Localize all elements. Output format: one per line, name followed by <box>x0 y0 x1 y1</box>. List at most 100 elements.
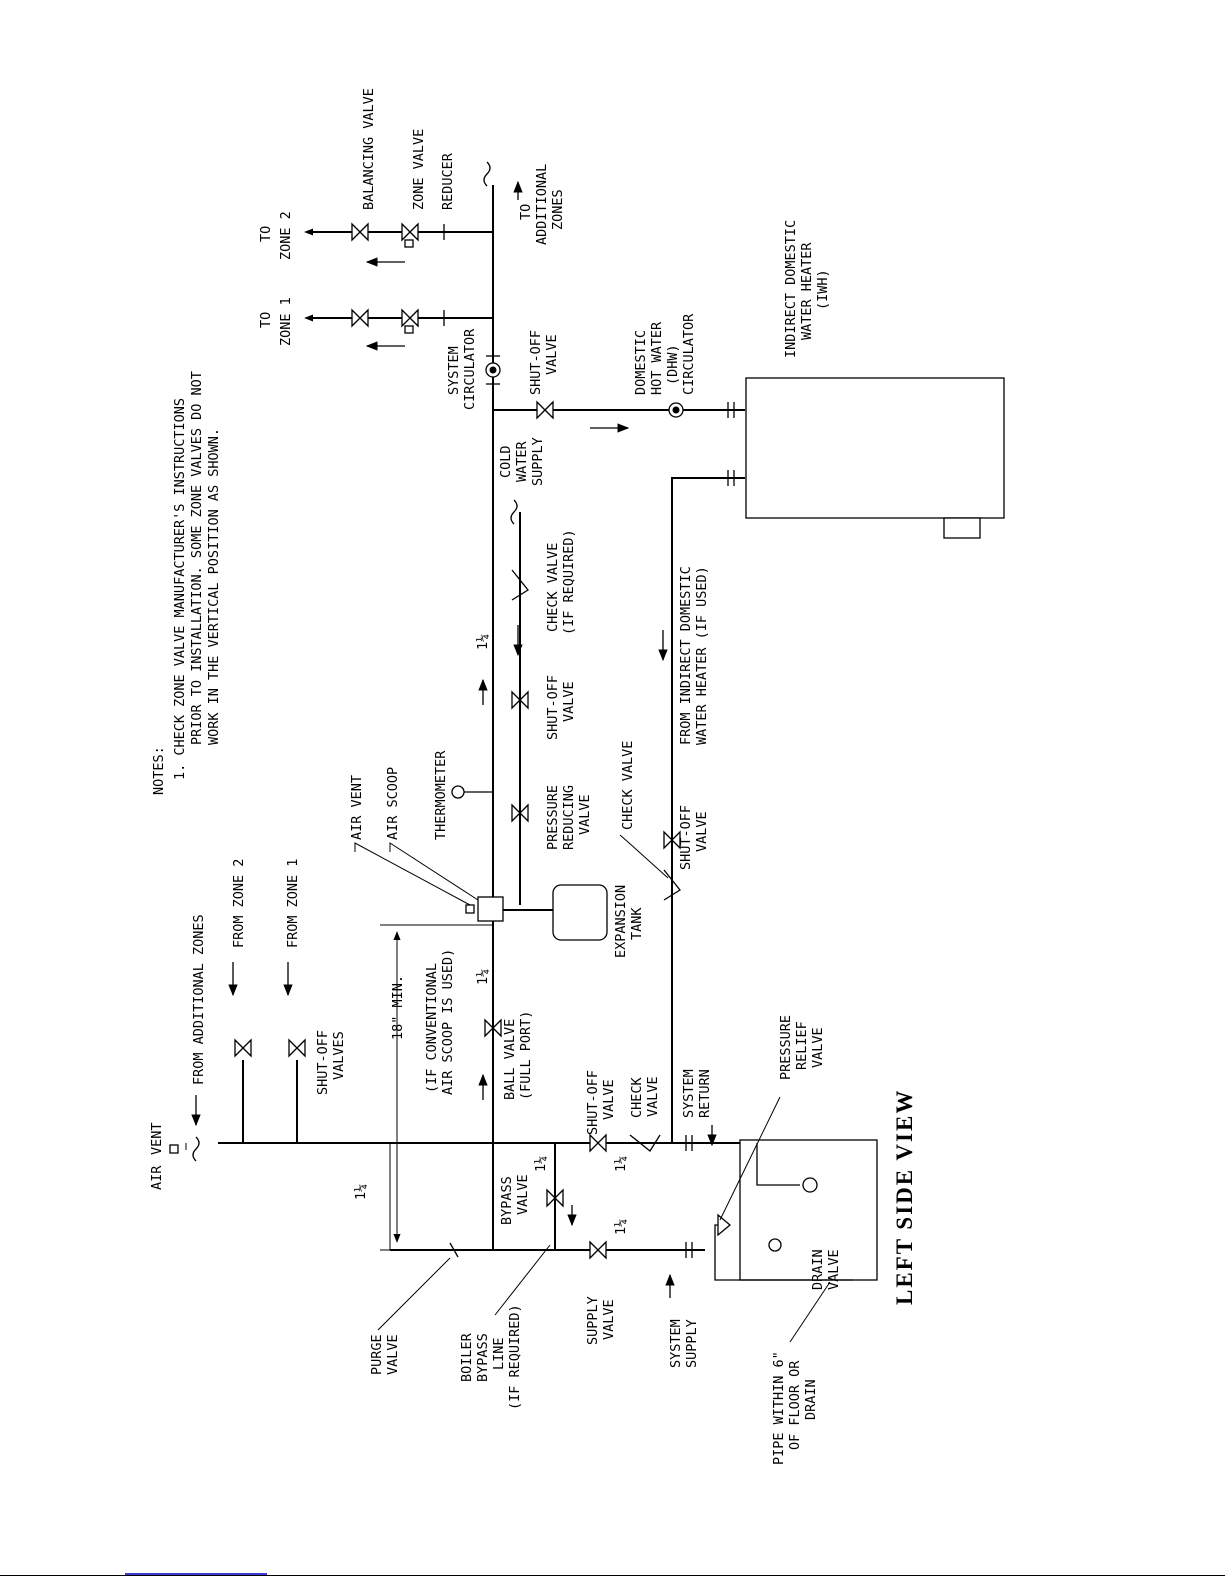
label-system-return-1: SYSTEM <box>681 1069 697 1118</box>
air-vent-top-symbol <box>465 904 475 914</box>
label-bypass-line-1: BOILER <box>459 1332 475 1382</box>
zone1-zone-valve <box>401 308 419 334</box>
label-shutoff-top-1: SHUT-OFF <box>528 330 544 395</box>
leader-relief <box>719 1096 781 1221</box>
iwh-base <box>943 517 981 539</box>
leader-bypass-line <box>494 1244 551 1316</box>
label-prv-1: PRESSURE <box>545 785 561 850</box>
label-cold-water-2: WATER <box>514 440 530 482</box>
leader-pipe-within <box>789 1281 831 1343</box>
label-iwh-1: INDIRECT DOMESTIC <box>783 220 799 358</box>
air-scoop <box>477 896 504 922</box>
label-balancing-valve: BALANCING VALVE <box>361 88 377 210</box>
zone2-balancing-valve <box>351 222 369 242</box>
label-air-scoop: AIR SCOOP <box>385 767 401 840</box>
label-dhw-1: DOMESTIC <box>633 330 649 395</box>
label-to-zone1-2: ZONE 1 <box>278 297 294 346</box>
label-relief-3: VALVE <box>810 1027 826 1068</box>
label-shutoff-lower-1: SHUT-OFF <box>678 805 694 870</box>
label-18-min: 18" MIN. <box>390 975 406 1040</box>
label-expansion-tank-1: EXPANSION <box>613 885 629 958</box>
view-title: LEFT SIDE VIEW <box>892 1089 917 1305</box>
zone2-return-shutoff <box>234 1038 252 1058</box>
label-from-zone1: FROM ZONE 1 <box>285 859 301 948</box>
label-bypass-line-4: (IF REQUIRED) <box>507 1304 523 1410</box>
leader-purge <box>377 1257 451 1331</box>
label-system-return-2: RETURN <box>697 1069 713 1118</box>
label-purge-1: PURGE <box>369 1334 385 1375</box>
label-to-zone2-1: TO <box>258 226 274 242</box>
label-pipe-within-1: PIPE WITHIN 6" <box>771 1351 787 1465</box>
label-check-valve-lower: CHECK VALVE <box>620 741 636 830</box>
label-air-scoop-note-1: (IF CONVENTIONAL <box>424 963 440 1093</box>
supply-valve-symbol <box>589 1240 607 1260</box>
label-cold-water-3: SUPPLY <box>530 437 546 486</box>
label-dhw-3: (DHW) <box>665 344 681 385</box>
label-ball-valve-1: BALL VALVE <box>502 1019 518 1100</box>
label-to-additional-3: ZONES <box>550 189 566 230</box>
label-supply-valve-1: SUPPLY <box>585 1296 601 1345</box>
label-shutoff-mid-2: VALVE <box>561 681 577 722</box>
labels: BALANCING VALVE ZONE VALVE REDUCER TO AD… <box>149 88 917 1465</box>
system-return-shutoff <box>589 1133 607 1153</box>
label-system-circulator-1: SYSTEM <box>446 346 462 395</box>
label-to-additional-2: ADDITIONAL <box>534 164 550 245</box>
zone1-balancing-valve <box>351 308 369 328</box>
dhw-circulator-dot <box>672 406 680 414</box>
label-iwh-3: (IWH) <box>815 269 831 310</box>
system-circulator-dot <box>489 366 497 374</box>
page-bottom-rule <box>0 1575 1225 1576</box>
label-zone-valve: ZONE VALVE <box>411 129 427 210</box>
piping <box>218 161 745 1251</box>
expansion-tank <box>552 884 608 941</box>
label-shutoff-ret-2: VALVE <box>601 1079 617 1120</box>
label-from-iwh-1: FROM INDIRECT DOMESTIC <box>678 566 694 745</box>
iwh-return-pipe <box>671 477 745 1143</box>
page-link-underline[interactable] <box>125 1573 267 1575</box>
relief-pipe <box>756 1143 800 1186</box>
valves <box>169 222 681 1260</box>
notes-line-1: 1. CHECK ZONE VALVE MANUFACTURER'S INSTR… <box>172 398 188 780</box>
leader-check-valve <box>619 834 669 879</box>
label-pipe-size-left: 1¼ <box>353 1184 369 1200</box>
label-system-supply-2: SUPPLY <box>684 1319 700 1368</box>
relief-discharge-pipe <box>714 1224 853 1281</box>
label-relief-2: RELIEF <box>794 1021 810 1070</box>
additional-zones-break <box>483 161 491 187</box>
label-air-vent-top: AIR VENT <box>349 775 365 840</box>
label-expansion-tank-2: TANK <box>629 907 645 940</box>
iwh-return-check-valve <box>663 869 681 901</box>
boiler-gauge <box>768 1238 782 1252</box>
label-purge-2: VALVE <box>385 1334 401 1375</box>
flow-arrows <box>191 180 717 1298</box>
label-shutoff-top-2: VALVE <box>544 334 560 375</box>
zone2-zone-valve <box>401 222 419 248</box>
ball-valve <box>484 1018 502 1038</box>
label-from-iwh-2: WATER HEATER (IF USED) <box>694 566 710 745</box>
label-pipe-size-bypass: 1¼ <box>533 1156 549 1172</box>
drain-valve-symbol <box>802 1177 818 1193</box>
label-bypass-line-3: LINE <box>491 1337 507 1370</box>
label-bypass-line-2: BYPASS <box>475 1333 491 1382</box>
indirect-water-heater <box>745 377 1005 519</box>
label-from-zone2: FROM ZONE 2 <box>231 859 247 948</box>
label-air-vent-left-2: VENT <box>149 1122 165 1155</box>
air-vent-left-symbol <box>169 1144 179 1154</box>
label-check-ret-2: VALVE <box>645 1076 661 1117</box>
system-return-check <box>629 1134 661 1152</box>
label-dhw-4: CIRCULATOR <box>681 313 697 395</box>
label-cold-water-1: COLD <box>498 445 514 478</box>
label-pipe-size-ret: 1¼ <box>613 1156 629 1172</box>
label-shutoff-ret-1: SHUT-OFF <box>585 1070 601 1135</box>
label-pipe-within-3: DRAIN <box>803 1379 819 1420</box>
dhw-shutoff-valve <box>536 400 554 420</box>
boiler-body <box>739 1139 878 1281</box>
label-to-zone1-1: TO <box>258 312 274 328</box>
leader-lines <box>185 834 831 1343</box>
label-shutoff-valves-2: VALVES <box>331 1031 347 1080</box>
label-dhw-2: HOT WATER <box>649 321 665 395</box>
label-prv-3: VALVE <box>577 794 593 835</box>
purge-valve-symbol <box>449 1242 459 1258</box>
leader-air-vent <box>354 842 471 906</box>
